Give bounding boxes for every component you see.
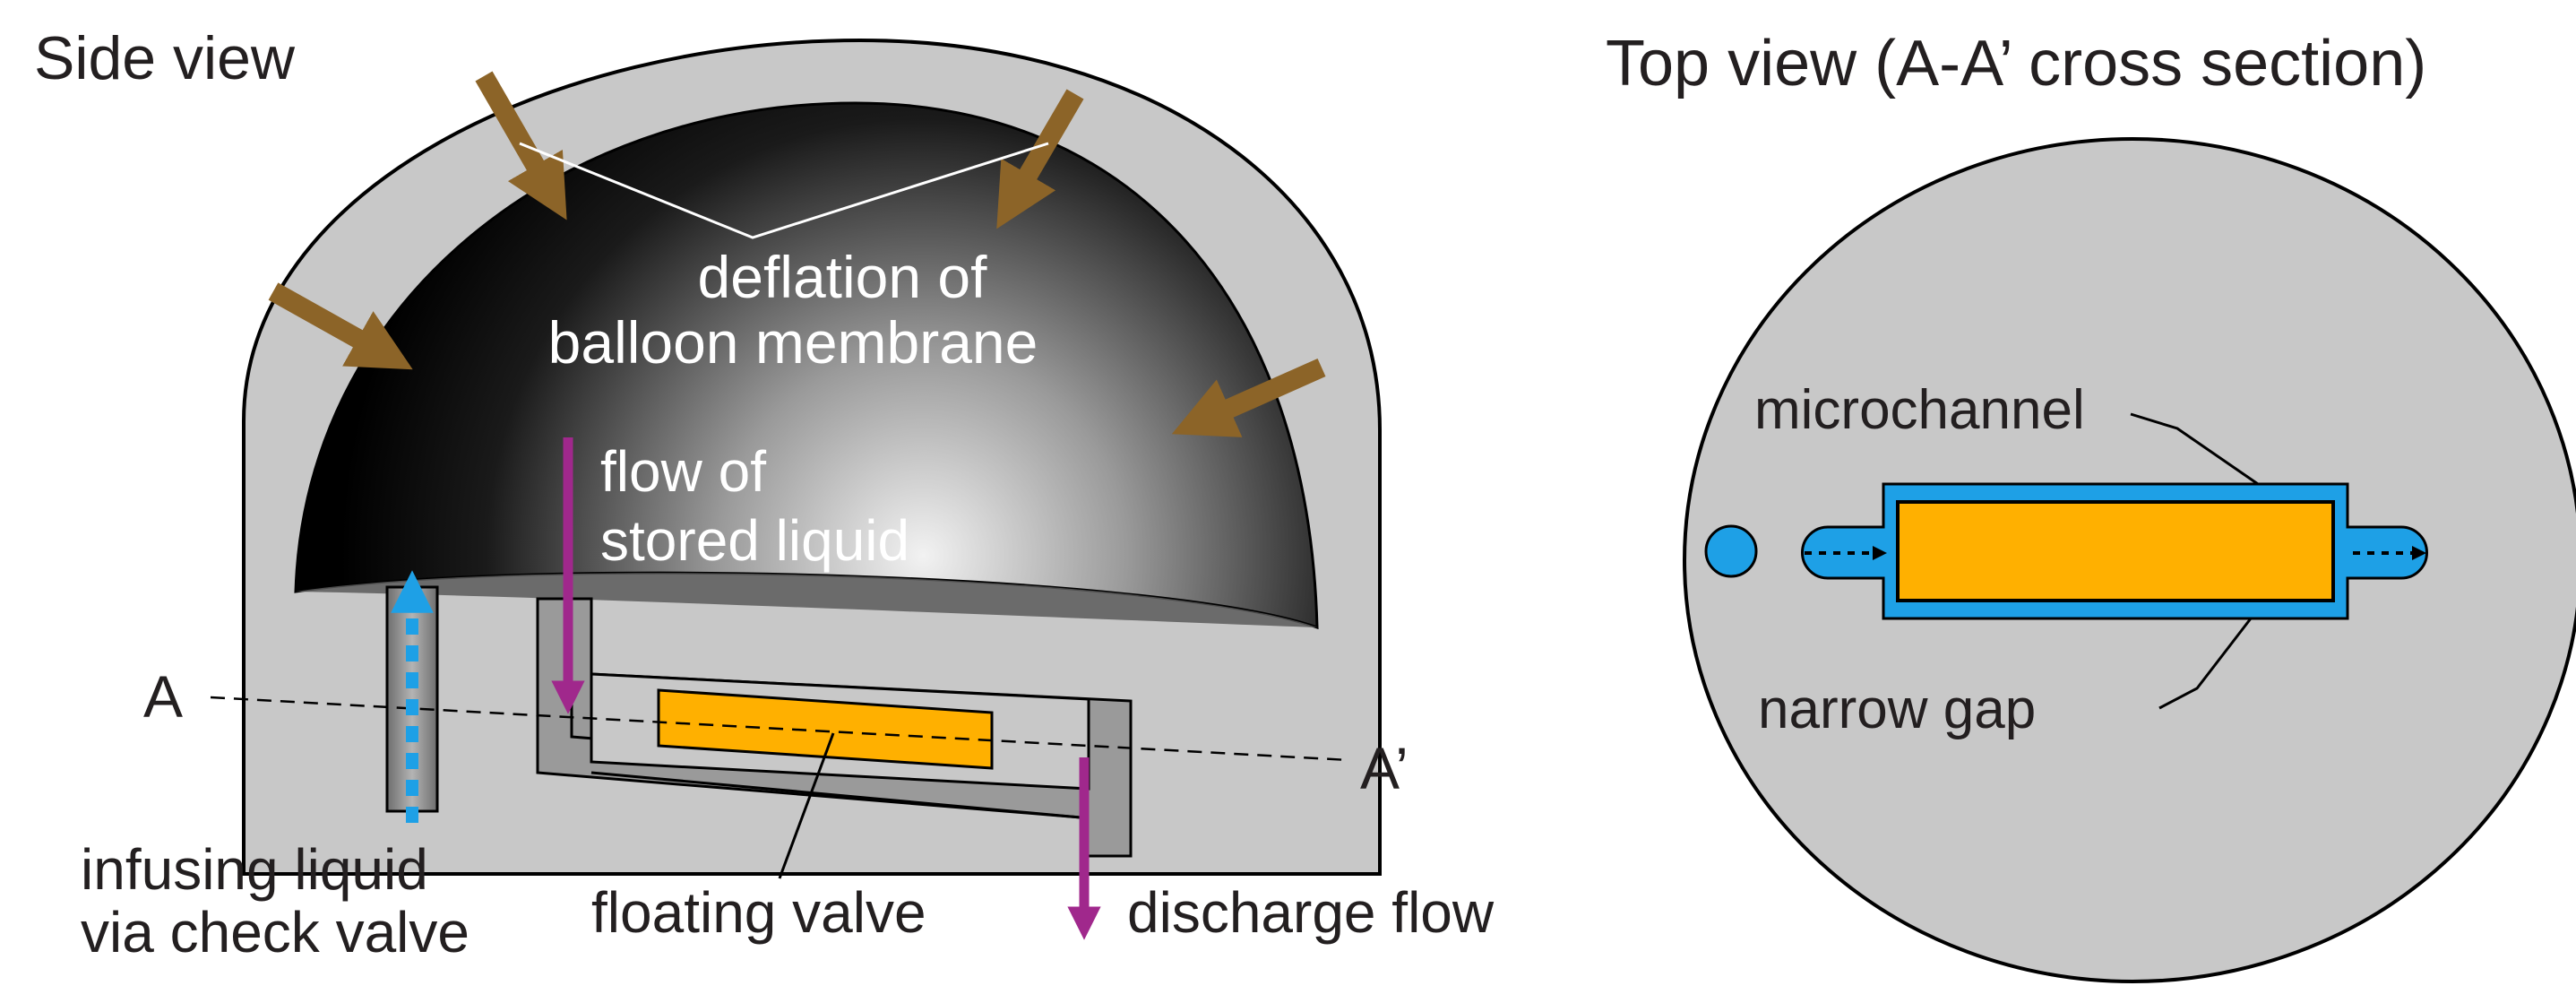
floating-valve [657, 688, 994, 770]
membrane-arrow-3 [268, 282, 413, 370]
microchannel-label: microchannel [1754, 379, 2085, 441]
narrow-gap-leader [2158, 618, 2253, 710]
flow-label-line1: flow of [600, 439, 766, 504]
deflation-leader [519, 142, 1049, 239]
top-view-title: Top view (A-A’ cross section) [1606, 28, 2426, 99]
section-line [210, 696, 1349, 762]
microchannel-leader [2130, 412, 2259, 486]
membrane-arrow-1 [475, 71, 567, 220]
floating-valve-label: floating valve [591, 880, 926, 945]
infusing-label-line2: via check valve [81, 900, 470, 964]
discharge-label: discharge flow [1127, 880, 1495, 945]
membrane-arrow-4 [1171, 358, 1326, 437]
deflation-label-line2: balloon membrane [548, 309, 1038, 376]
section-label-a: A [143, 663, 183, 730]
inlet-port [1704, 524, 1758, 578]
side-view-title: Side view [34, 24, 296, 92]
cavity-floor-rim [296, 573, 1317, 627]
membrane-arrow-2 [996, 89, 1084, 229]
narrow-gap-label: narrow gap [1758, 679, 2036, 740]
floating-valve-leader [778, 732, 835, 879]
floating-valve-top [1896, 500, 2335, 602]
flow-label-line2: stored liquid [600, 508, 909, 573]
section-label-a-prime: A’ [1360, 735, 1409, 801]
infusing-label-line1: infusing liquid [81, 837, 428, 902]
deflation-label-line1: deflation of [698, 244, 988, 310]
